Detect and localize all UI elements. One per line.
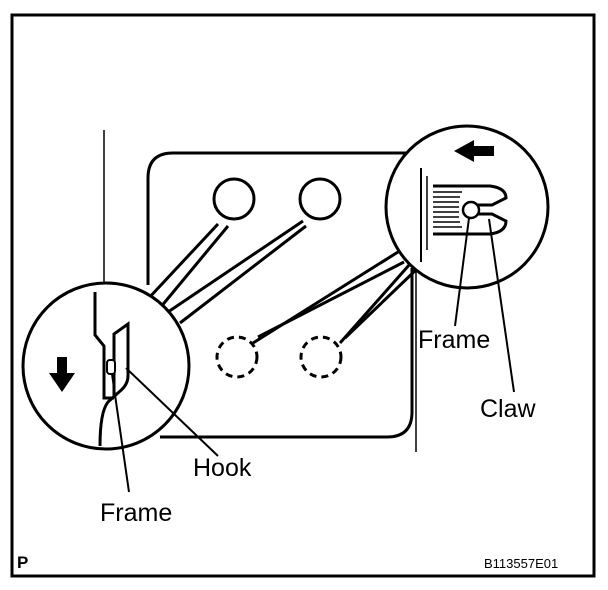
lower-hidden-hole-left [215, 335, 259, 379]
panel-outline-bottom [160, 268, 414, 439]
corner-code: P [17, 553, 28, 572]
label-frame-left: Frame [100, 499, 172, 527]
diagram-border [10, 13, 596, 578]
frame-pin [461, 200, 481, 220]
panel-outline [146, 151, 408, 285]
left-magnifier [21, 281, 191, 451]
label-claw: Claw [480, 395, 537, 423]
left-callout-leaders [145, 219, 307, 325]
clip-body-hatching [433, 191, 462, 228]
hook-profile [98, 321, 130, 447]
lower-hidden-hole-right [299, 335, 343, 379]
left-frame-edge [93, 292, 114, 400]
arrow-down-icon [49, 357, 75, 392]
hook-slot [106, 359, 116, 375]
label-leaders [111, 217, 515, 493]
label-hook: Hook [193, 454, 252, 482]
upper-hole-right [298, 177, 342, 221]
arrow-left-icon [454, 140, 494, 162]
right-callout-leaders [252, 250, 420, 345]
upper-hole-left [212, 177, 256, 221]
right-magnifier [384, 124, 550, 290]
figure-id: B113557E01 [484, 556, 558, 571]
label-frame-right: Frame [418, 326, 490, 354]
